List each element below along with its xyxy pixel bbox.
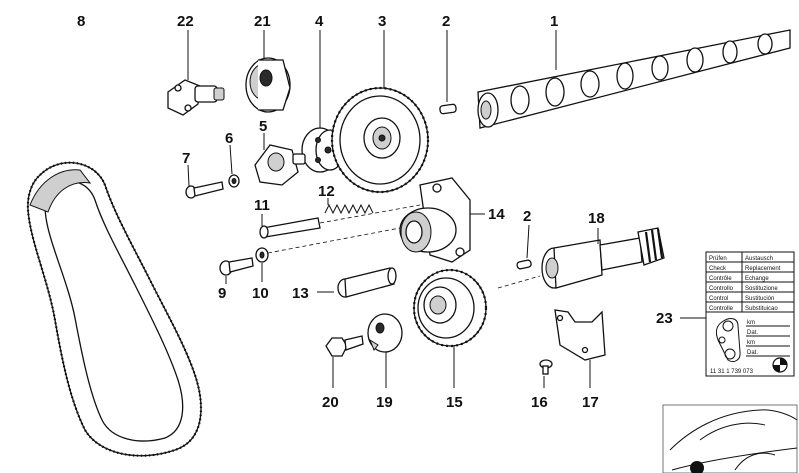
callout-14: 14 [488, 206, 505, 223]
bolt-part-7 [185, 164, 224, 199]
label-field-km-2: km [747, 340, 755, 346]
label-part-number: 11 31 1 739 073 [710, 369, 754, 375]
dowel-pin-part-2-top [439, 30, 457, 115]
label-row-2-left: Contrôle [709, 276, 732, 282]
callout-5: 5 [259, 118, 267, 135]
callout-15: 15 [446, 394, 463, 411]
eccentric-washer-part-19 [367, 313, 403, 388]
small-screw-part-16 [539, 359, 553, 388]
callout-16: 16 [531, 394, 548, 411]
callout-17: 17 [582, 394, 599, 411]
spring-part-12 [324, 198, 374, 215]
washer-part-6 [228, 144, 240, 188]
callout-23: 23 [656, 310, 673, 327]
car-location-thumbnail [662, 404, 798, 473]
callout-3: 3 [378, 13, 386, 30]
bmw-roundel-quarters-icon [773, 358, 787, 372]
crankshaft-sprocket-part-15 [412, 268, 488, 388]
label-row-1-right: Replacement [745, 266, 781, 272]
camshaft-part-1 [477, 29, 791, 129]
callout-19: 19 [376, 394, 393, 411]
callout-20: 20 [322, 394, 339, 411]
label-row-5-right: Substituicao [745, 306, 778, 312]
callout-8: 8 [77, 13, 85, 30]
callout-7: 7 [182, 150, 190, 167]
label-field-km-1: km [747, 320, 755, 326]
callout-2-top: 2 [442, 13, 450, 30]
label-row-4-left: Control [709, 296, 728, 302]
dowel-pin-part-2-lower [516, 224, 532, 270]
sensor-part-22 [167, 30, 225, 116]
label-row-2-right: Echange [745, 276, 769, 282]
callout-10: 10 [252, 285, 269, 302]
label-row-4-right: Sustitución [745, 296, 774, 302]
label-row-1-left: Check [709, 266, 727, 272]
callout-labels: 1 2 3 4 5 6 7 8 9 10 11 12 13 14 15 16 1… [77, 13, 673, 411]
label-row-0-right: Austausch [745, 256, 773, 262]
callout-1: 1 [550, 13, 558, 30]
callout-21: 21 [254, 13, 271, 30]
intermediate-shaft-part-18 [497, 227, 665, 289]
pulley-cover-part-21 [245, 30, 291, 113]
callout-13: 13 [292, 285, 309, 302]
tensioner-stud-part-5 [254, 133, 306, 186]
guide-pin-part-11 [259, 204, 421, 239]
label-row-0-left: Prüfen [709, 256, 727, 262]
bolt-part-9 [219, 257, 254, 284]
camshaft-sprocket-part-3 [330, 30, 430, 194]
service-label-part-23: Prüfen Austausch Check Replacement Contr… [680, 251, 795, 377]
hex-bolt-part-20 [325, 335, 364, 388]
callout-18: 18 [588, 210, 605, 227]
callout-9: 9 [218, 285, 226, 302]
bracket-plate-part-17 [554, 309, 606, 388]
label-field-dat-2: Dat. [747, 350, 758, 356]
label-field-dat-1: Dat. [747, 330, 758, 336]
eccentric-bolt-part-13 [317, 267, 397, 298]
location-marker-icon [690, 461, 704, 473]
callout-11: 11 [254, 197, 270, 214]
callout-6: 6 [225, 130, 233, 147]
callout-22: 22 [177, 13, 194, 30]
callout-4: 4 [315, 13, 324, 30]
label-row-5-left: Controlle [709, 306, 734, 312]
label-row-3-right: Sostituzione [745, 286, 778, 292]
label-row-3-left: Controllo [709, 286, 734, 292]
timing-belt-part-8 [26, 161, 203, 457]
washer-part-10 [255, 227, 401, 282]
tensioner-pulley-part-14 [399, 177, 485, 263]
callout-12: 12 [318, 183, 335, 200]
callout-2-lower: 2 [523, 208, 531, 225]
